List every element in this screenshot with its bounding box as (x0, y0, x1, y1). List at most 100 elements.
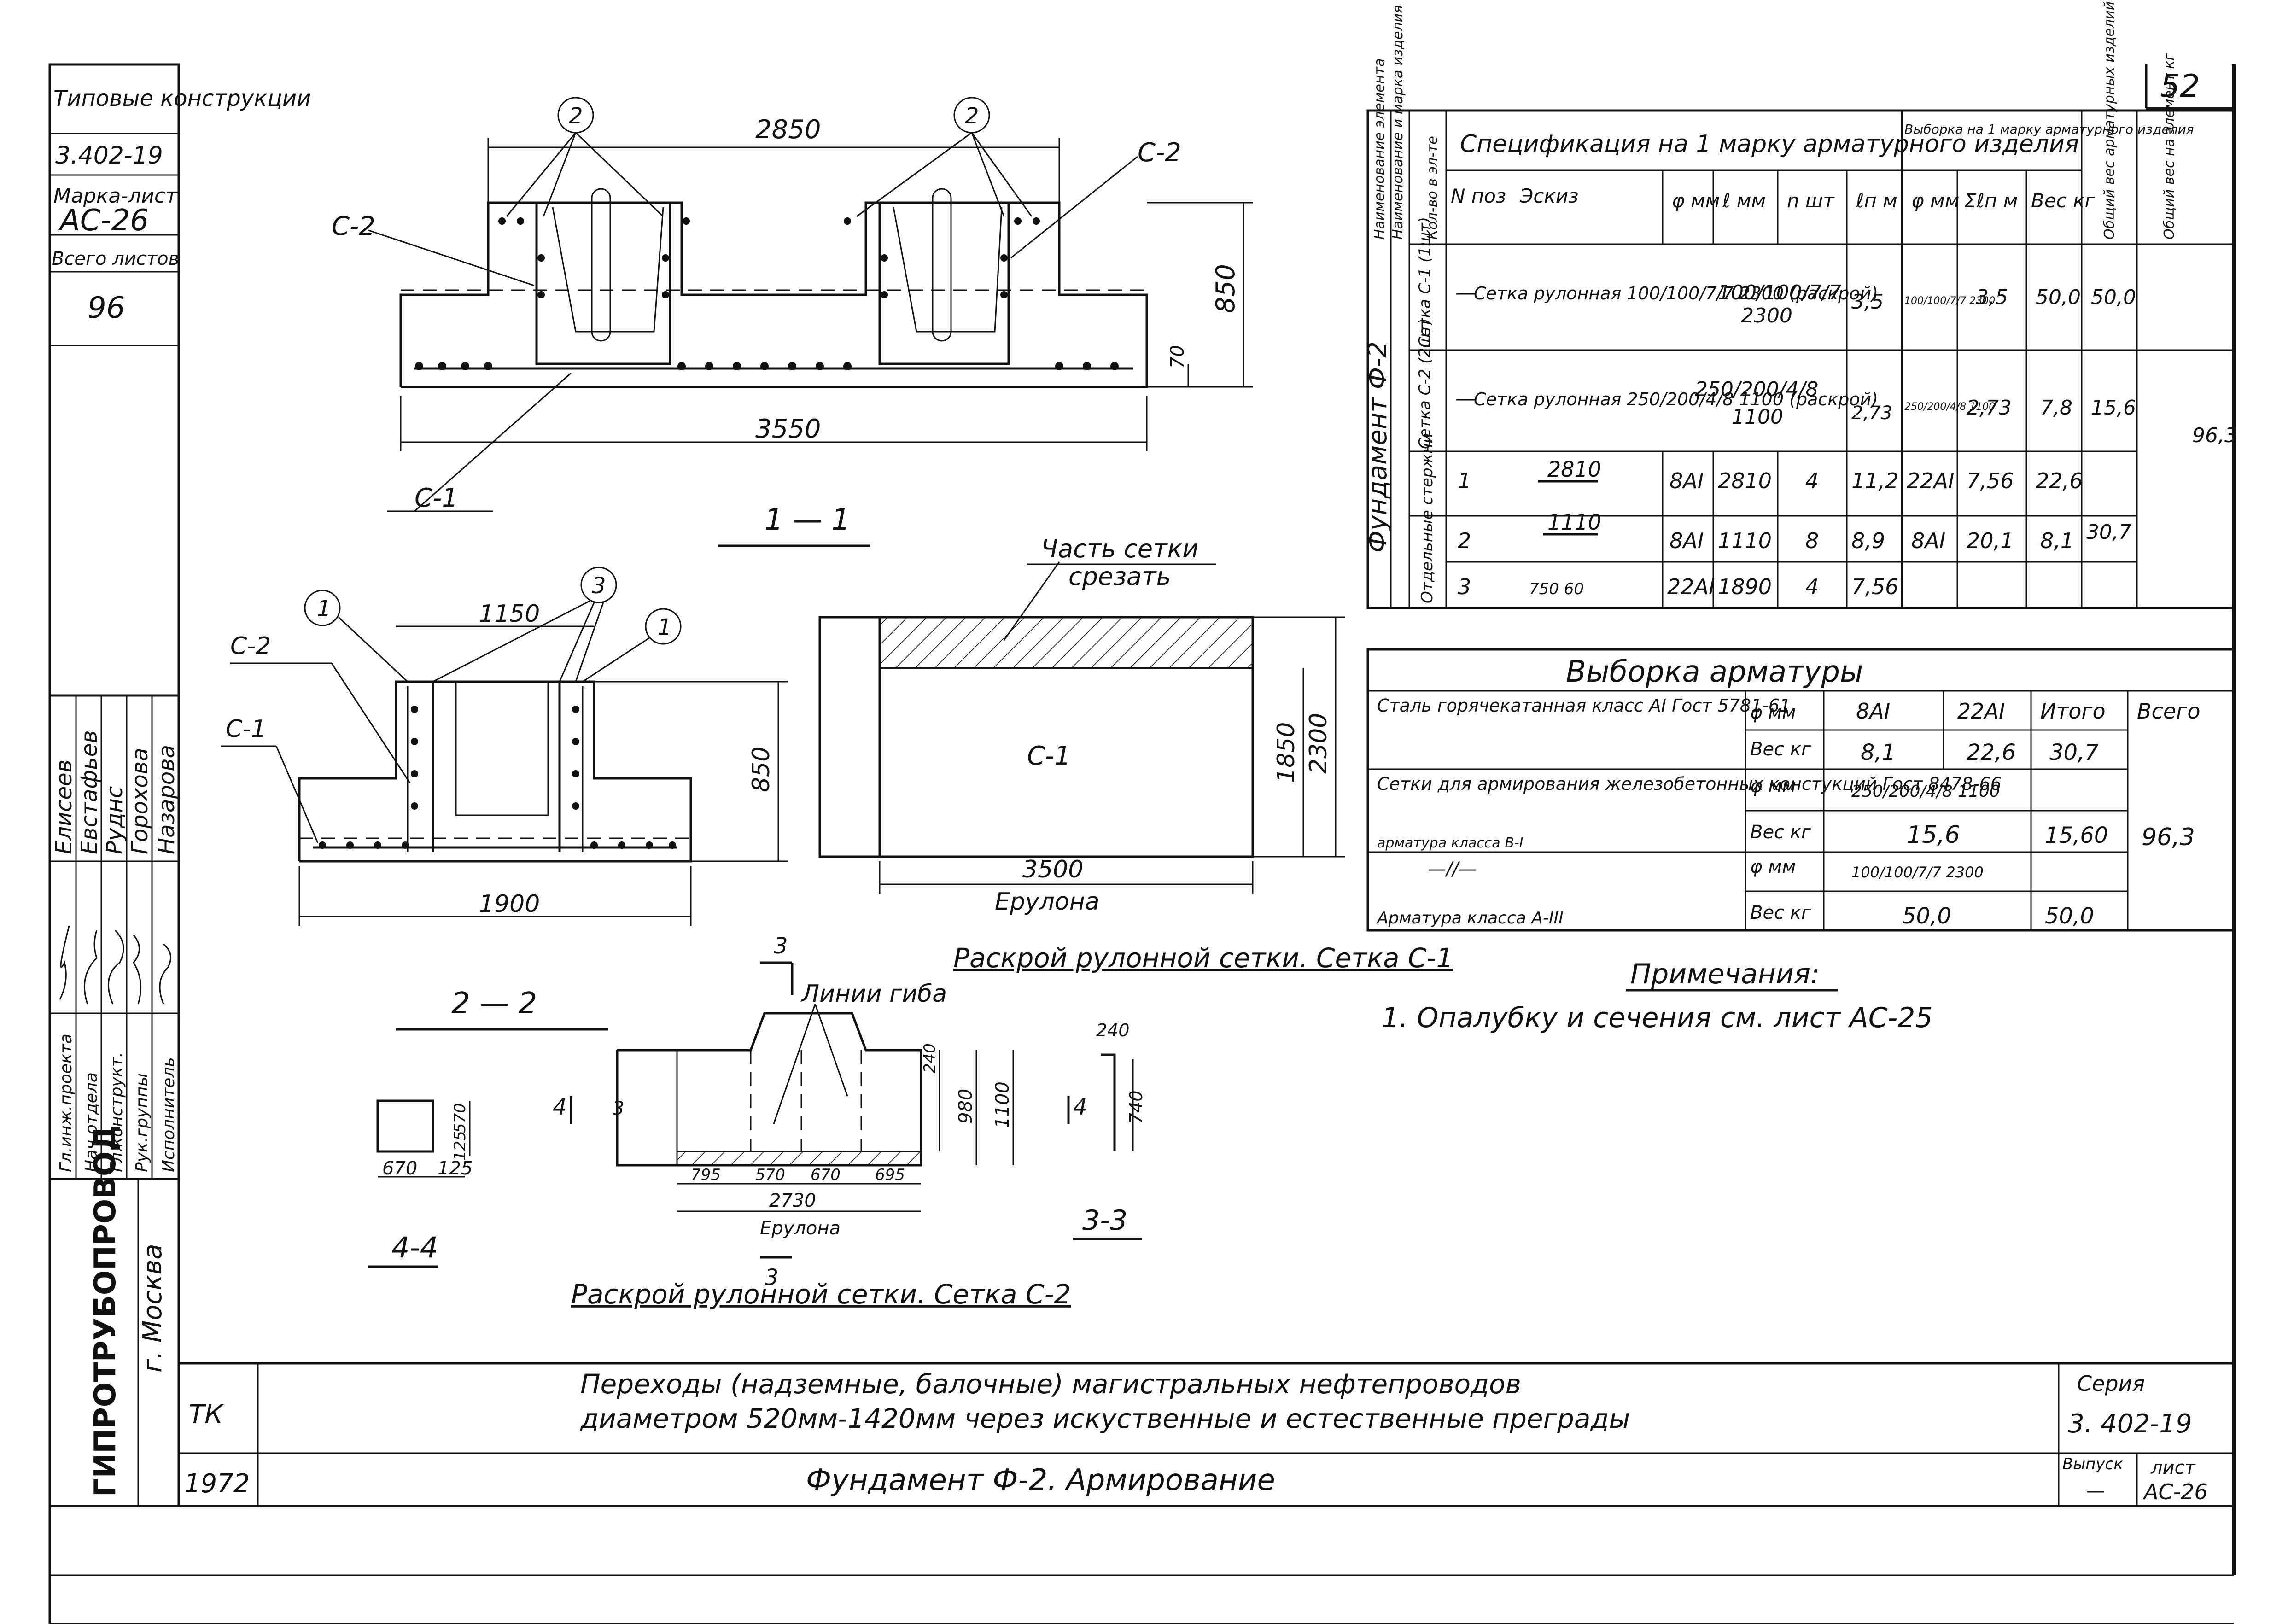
spec-selection-title: Выборка на 1 марку арматурного изделия (1904, 122, 2194, 137)
sel-row1-v1: 8,1 (1861, 740, 1896, 765)
spec-total-mass-header: Общий вес арматурных изделий в кг (2101, 0, 2118, 240)
spec-col-weight: Вес кг (2031, 189, 2095, 212)
mesh-c1: Часть сетки срезать С-1 3500 Ерулона 185… (818, 534, 1453, 974)
spec-col-pos: N поз (1451, 185, 1506, 207)
section-1-1: 1 — 1 1150 1900 850 1 1 (221, 503, 870, 926)
spec-col-n: n шт (1787, 189, 1835, 212)
spec-row-0-sketch: 2810 (1547, 457, 1601, 482)
spec-grand-total: 96,3 (2192, 424, 2237, 447)
spec-group-0-total: 50,0 (2091, 286, 2136, 309)
callout-2-right: 2 (965, 103, 979, 129)
tb-sheet-label: лист (2150, 1457, 2196, 1478)
mesh-c2-cut-bottom: 3 (765, 1265, 779, 1291)
tb-subject: Фундамент Ф-2. Армирование (806, 1463, 1275, 1497)
spec-group-0-name: Сетка С-1 (1шт) (1416, 217, 1434, 348)
tb-series-label: Серия (2077, 1371, 2145, 1396)
spec-group-0-phil2: 2300 (1741, 304, 1792, 327)
sel-row3-name: —//— (1428, 859, 1477, 880)
stamp-typical: Типовые конструкции (53, 86, 311, 111)
spec-group-0-weight: 50,0 (2036, 286, 2081, 309)
spec-title: Спецификация на 1 марку арматурного изде… (1460, 130, 2079, 158)
spec-row-0-lp: 11,2 (1851, 468, 1898, 493)
spec-row-1-sketch: 1110 (1547, 510, 1601, 535)
spec-group-0-phil: 100/100/7/7 (1718, 281, 1841, 304)
mesh-c2-dim-full: 1100 (992, 1081, 1013, 1128)
s44-dim-d: 570 (451, 1103, 469, 1133)
svg-text:4: 4 (553, 1094, 567, 1120)
mesh-c2-dim-mid: 980 (955, 1089, 976, 1124)
org-name: ГИПРОТРУБОПРОВОД (88, 1125, 123, 1497)
person-1: Евстафьев (76, 730, 102, 854)
spec-row-1-n: 8 (1805, 528, 1819, 553)
spec-col-lp: ℓп м (1856, 189, 1897, 212)
mesh-c1-dim-width-label: Ерулона (995, 888, 1100, 916)
mesh-c2-caption: Раскрой рулонной сетки. Сетка С-2 (571, 1279, 1071, 1310)
section-2-2: 2 — 2 (396, 987, 608, 1031)
spec-group-1-phil2: 1100 (1732, 405, 1783, 429)
s11-callout-3: 3 (592, 573, 606, 599)
dim-cover: 70 (1167, 345, 1188, 368)
spec-row-2-sketch: 750 60 (1529, 580, 1584, 598)
mesh-c1-note-line2: срезать (1068, 562, 1171, 591)
section-4-4-title: 4-4 (391, 1231, 438, 1264)
spec-group-0-lp: 3,5 (1851, 290, 1884, 314)
spec-row-0-sel-phi: 22АI (1907, 468, 1955, 493)
spec-row-2-n: 4 (1805, 574, 1819, 599)
stamp-sheets-label: Всего листов (52, 248, 179, 269)
spec-group-1-sel-len: 2,73 (1967, 396, 2012, 420)
tb-issue: — (2086, 1480, 2105, 1501)
section-1-1-title: 1 — 1 (765, 503, 850, 537)
spec-separate-total: 30,7 (2086, 520, 2131, 544)
role-1: Нач.отдела (82, 1072, 101, 1172)
mesh-c1-dim-h1: 1850 (1272, 722, 1300, 783)
section-4-4: 670 125 125 570 4-4 (368, 1099, 473, 1268)
mesh-c2-dim-total: 2730 (769, 1190, 816, 1211)
sel-row2-spec: 250/200/4/8 1100 (1851, 782, 2000, 801)
sel-row1-total: 30,7 (2049, 740, 2099, 765)
spec-table: Наименование элемента Наименование и мар… (1363, 0, 2237, 609)
spec-row-0-len: 2810 (1718, 468, 1772, 493)
role-2: Гл.конструкт. (107, 1052, 126, 1172)
s44-dim-b: 125 (438, 1158, 473, 1179)
spec-group-0-sketch: Сетка рулонная 100/100/7/7 2300 (раскрой… (1474, 283, 1878, 304)
notes-item-0: 1. Опалубку и сечения см. лист АС-25 (1382, 1002, 1933, 1034)
svg-text:3: 3 (613, 1098, 624, 1119)
label-c2-right: С-2 (1138, 138, 1181, 168)
spec-row-1-sel-len: 20,1 (1967, 528, 2014, 553)
signatures (59, 925, 172, 1005)
dim-top: 2850 (755, 115, 821, 145)
sel-row2-name: Сетки для армирования железобетонных кон… (1377, 774, 2002, 794)
s11-label-c1: С-1 (226, 715, 266, 743)
role-0: Гл.инж.проекта (57, 1034, 76, 1172)
role-3: Рук.группы (133, 1073, 152, 1172)
tb-series: 3. 402-19 (2068, 1409, 2192, 1439)
sel-grand: 96,3 (2142, 824, 2195, 851)
dim-bottom: 3550 (755, 414, 821, 444)
sel-row1-v2: 22,6 (1967, 740, 2016, 765)
mesh-c2-dim-seg1: 795 (691, 1166, 721, 1184)
spec-vhead-1: Наименование и марка изделия (1390, 5, 1406, 240)
sel-row1-phi: φ мм (1750, 702, 1796, 723)
spec-row-1-weight: 8,1 (2040, 528, 2074, 553)
mesh-c1-dim-width: 3500 (1022, 856, 1083, 883)
label-c2-left: С-2 (332, 211, 375, 241)
sel-row3-value: 50,0 (1902, 903, 1951, 929)
spec-row-1-phi: 8АI (1669, 528, 1704, 553)
spec-row-2-pos: 3 (1458, 574, 1471, 599)
sel-row1-name: Сталь горячекатанная класс АI Гост 5781-… (1377, 695, 1791, 716)
tb-title-2: диаметром 520мм-1420мм через искуственны… (580, 1403, 1630, 1434)
stamp-mark-label: Марка-лист (53, 184, 178, 208)
s44-dim-c: 125 (451, 1131, 469, 1161)
spec-row-2-lp: 7,56 (1851, 574, 1898, 599)
mesh-c1-note-line1: Часть сетки (1041, 534, 1198, 563)
spec-group-1-name: Сетка С-2 (2шт) (1416, 318, 1434, 449)
mesh-c1-caption: Раскрой рулонной сетки. Сетка С-1 (953, 942, 1453, 974)
spec-group-0-pos: — (1455, 281, 1476, 304)
mesh-c2-dim-seg4: 695 (875, 1166, 905, 1184)
sel-row2-total: 15,60 (2045, 823, 2108, 848)
sel-row3-spec: 100/100/7/7 2300 (1851, 864, 1984, 881)
sel-head-itogo: Итого (2040, 699, 2106, 724)
sel-row1-ves: Вес кг (1750, 739, 1811, 760)
s33-dim-a: 240 (1096, 1020, 1130, 1040)
spec-col-sel-phi: φ мм (1911, 189, 1959, 212)
